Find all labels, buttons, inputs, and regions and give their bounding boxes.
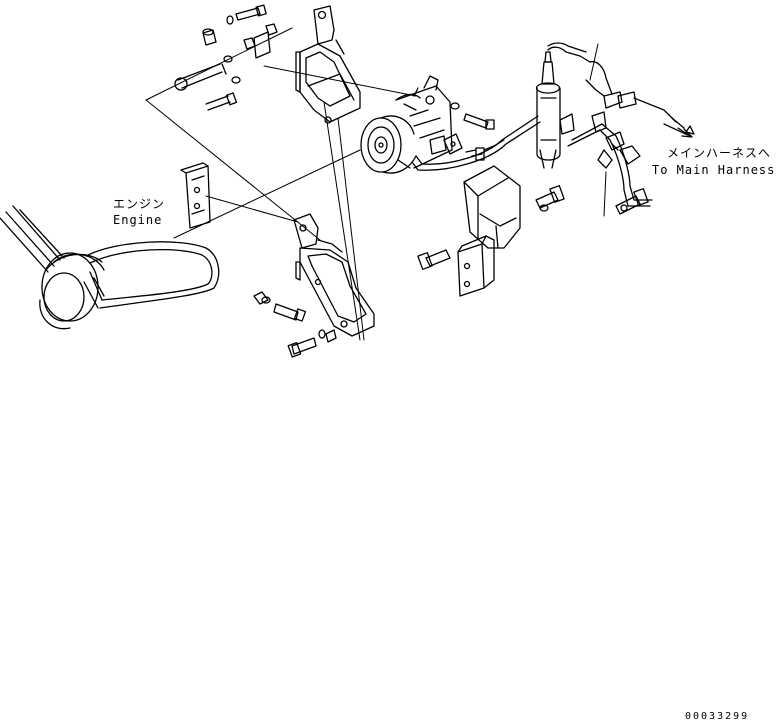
refrigerant-pipe bbox=[411, 115, 653, 207]
adjuster-bracket bbox=[180, 162, 211, 229]
engine-label: Engine bbox=[113, 213, 163, 227]
receiver-drier bbox=[535, 42, 591, 169]
harness-connectors bbox=[585, 60, 695, 169]
v-belt bbox=[87, 241, 220, 309]
upper-mounting-bracket bbox=[295, 5, 361, 124]
harness-label: To Main Harness bbox=[652, 163, 776, 177]
harness-label-jp: メインハーネスへ bbox=[667, 146, 772, 160]
engine-pulley bbox=[0, 205, 105, 330]
harness-arrow bbox=[663, 123, 693, 138]
top-fasteners bbox=[174, 4, 278, 111]
part-number: 00033299 bbox=[685, 711, 750, 722]
engine-label-jp: エンジン bbox=[113, 197, 166, 211]
cover-box bbox=[463, 165, 521, 249]
cover-bracket bbox=[457, 235, 495, 297]
clip-bolt bbox=[615, 188, 649, 215]
ac-compressor bbox=[360, 75, 453, 174]
lower-bolts bbox=[253, 291, 337, 358]
cover-bolts bbox=[417, 185, 565, 270]
lower-mounting-bracket bbox=[293, 213, 375, 337]
leader-lines bbox=[145, 27, 607, 341]
